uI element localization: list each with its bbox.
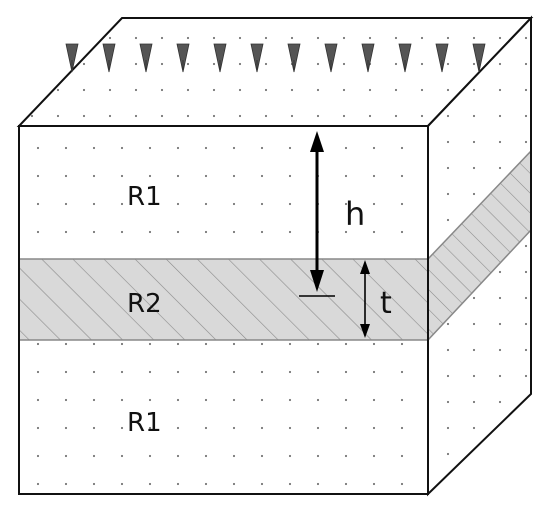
load-arrow-icon [65,43,79,73]
lower-region-label: R1 [127,408,162,438]
load-arrows [65,43,486,73]
load-arrow-icon [213,43,227,73]
load-arrow-icon [472,43,486,73]
front-face [18,125,429,495]
height-label: h [345,195,365,233]
load-arrow-icon [361,43,375,73]
load-arrow-icon [139,43,153,73]
middle-layer-band [19,258,428,341]
load-arrow-icon [324,43,338,73]
middle-layer-label: R2 [127,289,162,319]
load-arrow-icon [176,43,190,73]
upper-region-label: R1 [127,182,162,212]
load-arrow-icon [398,43,412,73]
thickness-label: t [380,286,392,321]
height-dimension-arrow [299,131,335,297]
load-arrow-icon [250,43,264,73]
load-arrow-icon [102,43,116,73]
load-arrow-icon [287,43,301,73]
load-arrow-icon [435,43,449,73]
thickness-dimension-arrow [360,260,370,338]
